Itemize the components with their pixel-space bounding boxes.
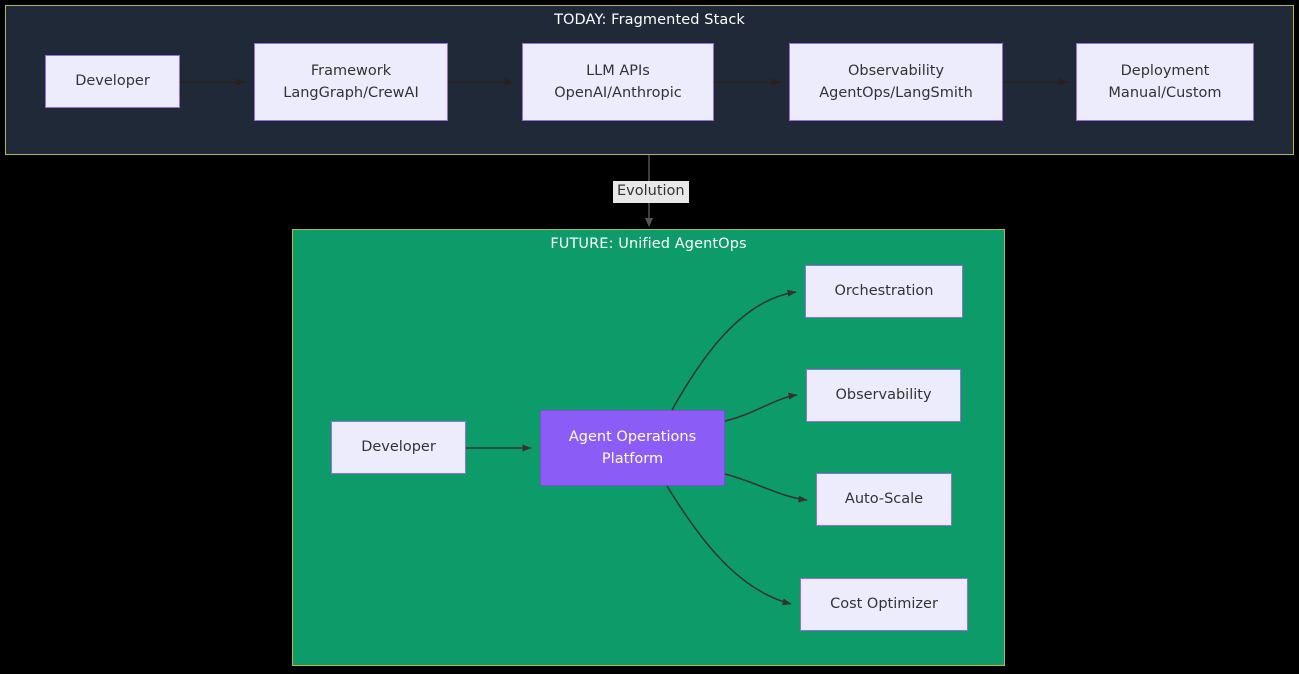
node-developer-future[interactable]: Developer bbox=[331, 421, 466, 474]
node-observability[interactable]: Observability bbox=[806, 369, 961, 422]
node-llm-apis[interactable]: LLM APIs OpenAI/Anthropic bbox=[522, 43, 714, 121]
node-framework[interactable]: Framework LangGraph/CrewAI bbox=[254, 43, 448, 121]
node-developer-today[interactable]: Developer bbox=[45, 55, 180, 108]
subgraph-today-title: TODAY: Fragmented Stack bbox=[554, 12, 745, 28]
node-orchestration[interactable]: Orchestration bbox=[805, 265, 963, 318]
edge-label-evolution: Evolution bbox=[613, 181, 689, 203]
node-deployment-today[interactable]: Deployment Manual/Custom bbox=[1076, 43, 1254, 121]
node-cost-optimizer[interactable]: Cost Optimizer bbox=[800, 578, 968, 631]
node-agent-operations-platform[interactable]: Agent Operations Platform bbox=[540, 410, 725, 486]
node-auto-scale[interactable]: Auto-Scale bbox=[816, 473, 952, 526]
node-observability-today[interactable]: Observability AgentOps/LangSmith bbox=[789, 43, 1003, 121]
subgraph-future-title: FUTURE: Unified AgentOps bbox=[550, 236, 747, 252]
